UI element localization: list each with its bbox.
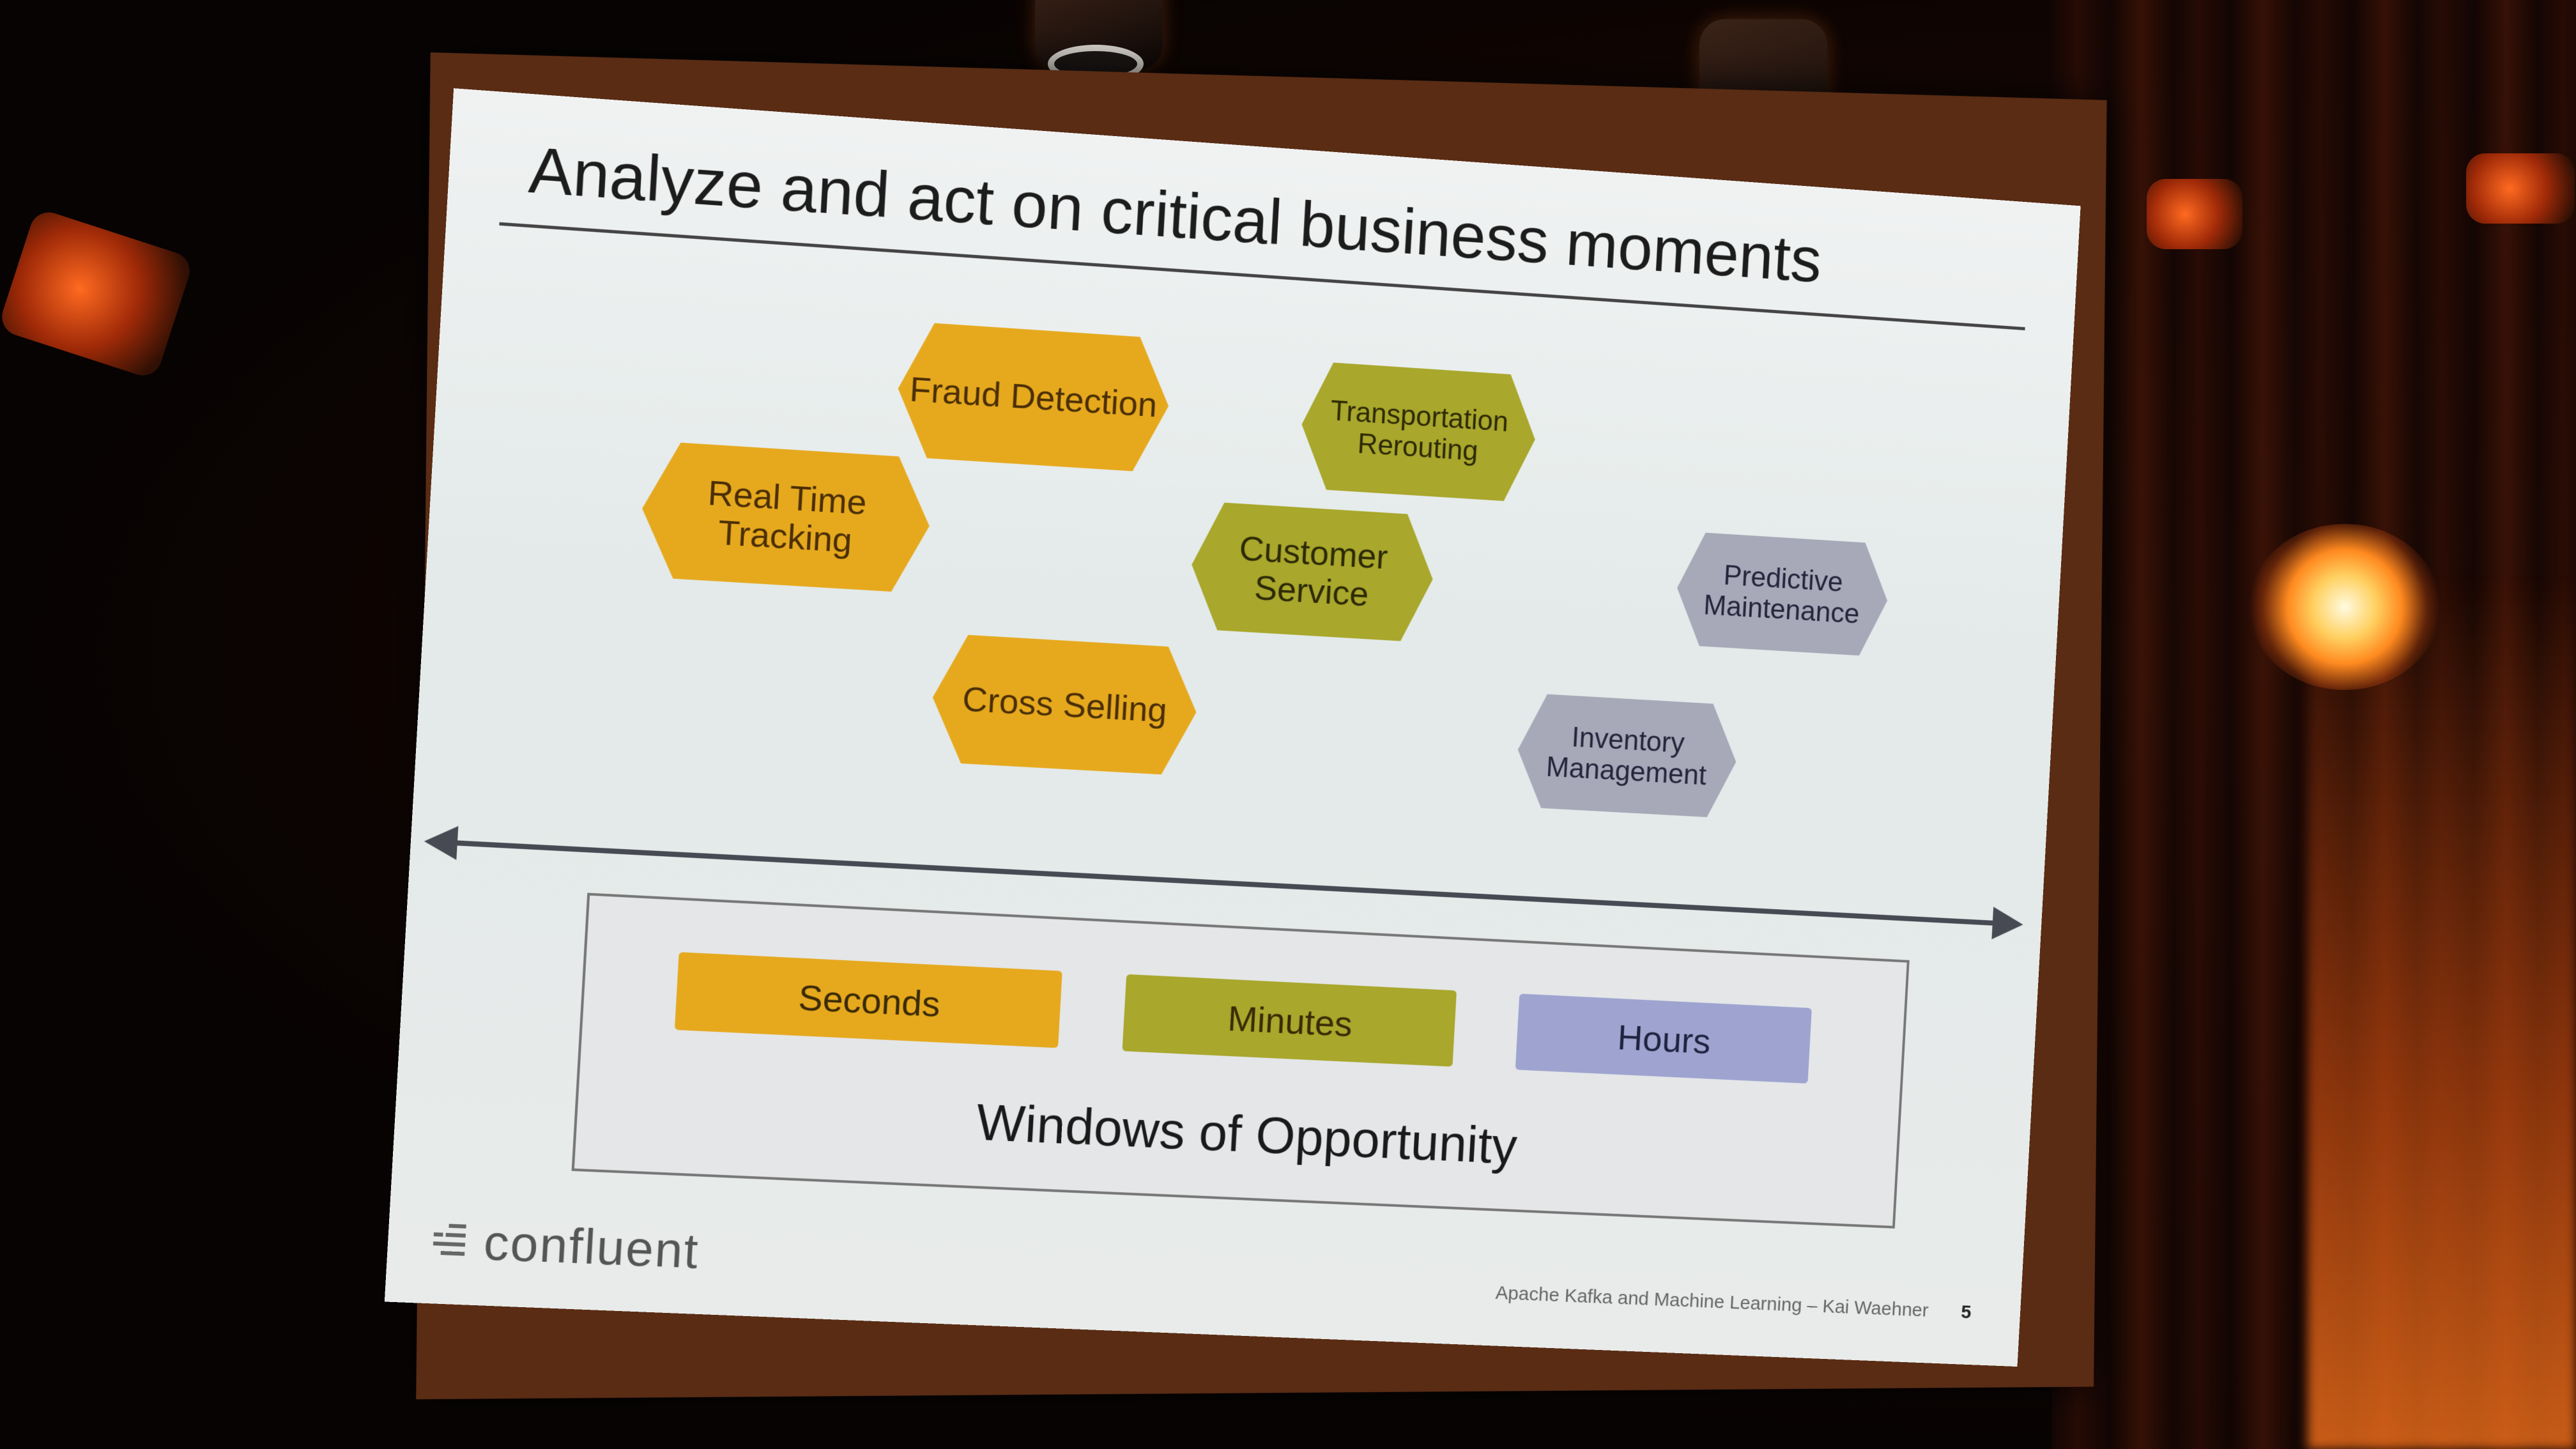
page-number: 5 (1961, 1301, 1972, 1323)
use-case-predictive-maintenance: Predictive Maintenance (1674, 531, 1890, 657)
stage-light-right (2466, 153, 2575, 224)
use-case-customer-service: Customer Service (1188, 501, 1436, 643)
stage-spotlight (2249, 524, 2441, 690)
arrow-right-icon (1991, 907, 2024, 940)
stage-light-right (2147, 179, 2242, 249)
confluent-logo-icon (427, 1218, 476, 1265)
window-seconds: Seconds (675, 952, 1062, 1048)
logo-text: confluent (482, 1215, 701, 1280)
stage-light-left (0, 208, 195, 381)
footer-text: Apache Kafka and Machine Learning – Kai … (1495, 1282, 1929, 1321)
confluent-logo: confluent (426, 1212, 700, 1280)
window-hours: Hours (1515, 993, 1812, 1084)
curtain-glow (2308, 575, 2576, 1449)
use-case-inventory-management: Inventory Management (1515, 693, 1739, 818)
use-case-real-time-tracking: Real Time Tracking (638, 440, 933, 594)
presentation-slide: Analyze and act on critical business mom… (385, 88, 2081, 1367)
arrow-left-icon (423, 824, 458, 860)
window-minutes: Minutes (1122, 974, 1457, 1067)
windows-of-opportunity-panel: Seconds Minutes Hours Windows of Opportu… (572, 893, 1910, 1228)
use-case-cross-selling: Cross Selling (929, 633, 1200, 776)
use-case-fraud-detection: Fraud Detection (894, 321, 1172, 473)
use-case-transportation-rerouting: Transportation Rerouting (1298, 361, 1538, 503)
windows-caption: Windows of Opportunity (576, 1074, 1897, 1192)
